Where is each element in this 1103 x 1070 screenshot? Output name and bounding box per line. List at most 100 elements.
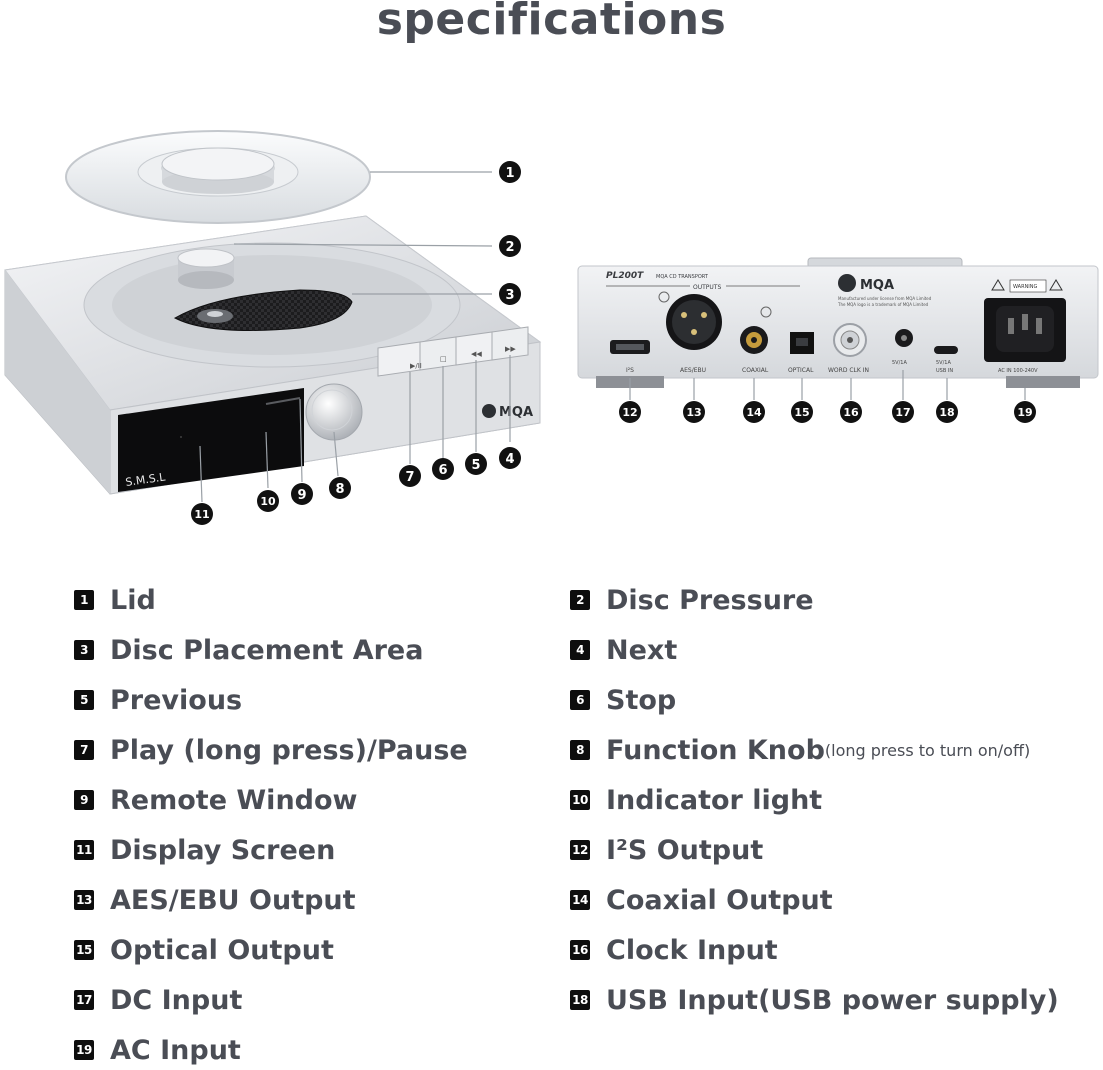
- callout-10: 10: [257, 490, 279, 512]
- svg-text:14: 14: [746, 406, 762, 419]
- callout-14: 14: [743, 401, 765, 423]
- rear-port-i2s-label: I²S: [626, 367, 634, 374]
- front-brand: S.M.S.L: [125, 470, 167, 489]
- svg-text:3: 3: [505, 288, 514, 303]
- rear-port-optical-label: OPTICAL: [788, 367, 814, 374]
- legend-item-10: 10 Indicator light: [570, 780, 822, 820]
- legend-label: Disc Placement Area: [110, 634, 424, 666]
- callout-6: 6: [432, 458, 454, 480]
- front-button-stop[interactable]: □: [440, 355, 447, 363]
- rear-mqa-logo: MQA: [860, 278, 894, 293]
- legend-label: Optical Output: [110, 934, 334, 966]
- callout-1: 1: [499, 161, 521, 183]
- svg-text:11: 11: [194, 508, 209, 521]
- legend-item-16: 16 Clock Input: [570, 930, 778, 970]
- legend-number: 7: [74, 740, 94, 760]
- legend-label: DC Input: [110, 984, 243, 1016]
- legend-item-14: 14 Coaxial Output: [570, 880, 833, 920]
- svg-text:16: 16: [843, 406, 859, 419]
- legend-label: Remote Window: [110, 784, 358, 816]
- legend-number: 10: [570, 790, 590, 810]
- front-button-play-pause[interactable]: ▶/II: [410, 362, 422, 370]
- rear-subtitle: MQA CD TRANSPORT: [656, 274, 709, 280]
- legend-number: 15: [74, 940, 94, 960]
- legend-number: 2: [570, 590, 590, 610]
- front-device-body: S.M.S.L ▶/II □ ◀◀ ▶▶ MQA: [4, 215, 542, 495]
- front-button-next[interactable]: ▶▶: [505, 345, 516, 353]
- legend-note: (long press to turn on/off): [824, 740, 1031, 760]
- legend-label: Play (long press)/Pause: [110, 734, 468, 766]
- legend-label: Function Knob: [606, 734, 825, 766]
- page-title: specifications: [376, 0, 727, 45]
- legend-label: AES/EBU Output: [110, 884, 356, 916]
- legend-item-4: 4 Next: [570, 630, 677, 670]
- legend-number: 8: [570, 740, 590, 760]
- front-button-previous[interactable]: ◀◀: [471, 350, 482, 358]
- svg-text:15: 15: [794, 406, 809, 419]
- callout-15: 15: [791, 401, 813, 423]
- legend-label: Disc Pressure: [606, 584, 814, 616]
- callout-2: 2: [499, 235, 521, 257]
- callout-16: 16: [840, 401, 862, 423]
- legend-item-6: 6 Stop: [570, 680, 676, 720]
- svg-text:13: 13: [686, 406, 701, 419]
- legend-number: 1: [74, 590, 94, 610]
- legend-item-19: 19 AC Input: [74, 1030, 241, 1070]
- legend-label: Next: [606, 634, 678, 666]
- callout-8: 8: [329, 477, 351, 499]
- svg-text:6: 6: [438, 463, 447, 478]
- svg-text:1: 1: [505, 166, 514, 181]
- callout-7: 7: [399, 465, 421, 487]
- front-mqa-logo: MQA: [499, 405, 533, 420]
- product-diagram: S.M.S.L ▶/II □ ◀◀ ▶▶ MQA: [4, 130, 1099, 525]
- legend-item-8: 8 Function Knob (long press to turn on/o…: [570, 730, 1030, 770]
- legend-item-12: 12 I²S Output: [570, 830, 763, 870]
- legend-number: 4: [570, 640, 590, 660]
- callout-18: 18: [936, 401, 958, 423]
- legend-label: USB Input(USB power supply): [606, 984, 1059, 1016]
- legend-number: 18: [570, 990, 590, 1010]
- legend-number: 14: [570, 890, 590, 910]
- legend-item-15: 15 Optical Output: [74, 930, 334, 970]
- rear-port-ac-label: AC IN 100-240V: [998, 368, 1038, 374]
- legend-label: Indicator light: [606, 784, 823, 816]
- svg-text:2: 2: [505, 240, 514, 255]
- legend-item-13: 13 AES/EBU Output: [74, 880, 356, 920]
- legend-number: 13: [74, 890, 94, 910]
- rear-mqa-notice-1: Manufactured under license from MQA Limi…: [838, 296, 932, 301]
- callout-19: 19: [1014, 401, 1036, 423]
- lid: [65, 130, 371, 224]
- legend-number: 6: [570, 690, 590, 710]
- legend-item-7: 7 Play (long press)/Pause: [74, 730, 468, 770]
- legend-number: 17: [74, 990, 94, 1010]
- svg-text:4: 4: [505, 452, 514, 467]
- svg-text:9: 9: [297, 488, 306, 503]
- rear-outputs-label: OUTPUTS: [693, 284, 721, 291]
- legend-number: 19: [74, 1040, 94, 1060]
- legend-number: 5: [74, 690, 94, 710]
- callout-11: 11: [191, 503, 213, 525]
- legend-label: Coaxial Output: [606, 884, 833, 916]
- rear-port-aes-label: AES/EBU: [680, 367, 706, 374]
- callout-12: 12: [619, 401, 641, 423]
- legend-label: Display Screen: [110, 834, 336, 866]
- legend-number: 3: [74, 640, 94, 660]
- legend-item-5: 5 Previous: [74, 680, 242, 720]
- legend-label: I²S Output: [606, 834, 764, 866]
- callout-3: 3: [499, 283, 521, 305]
- rear-leader-lines: [629, 370, 1026, 400]
- rear-port-usb-rating: 5V/1A: [936, 360, 951, 366]
- legend-number: 16: [570, 940, 590, 960]
- callout-17: 17: [892, 401, 914, 423]
- svg-text:12: 12: [622, 406, 637, 419]
- svg-text:8: 8: [335, 482, 344, 497]
- legend-label: Lid: [110, 584, 156, 616]
- rear-warning-label: WARNING: [1013, 284, 1038, 290]
- svg-text:10: 10: [260, 495, 276, 508]
- svg-text:17: 17: [895, 406, 910, 419]
- svg-text:7: 7: [405, 470, 414, 485]
- svg-text:18: 18: [939, 406, 954, 419]
- legend-item-1: 1 Lid: [74, 580, 156, 620]
- rear-port-coaxial-label: COAXIAL: [742, 367, 769, 374]
